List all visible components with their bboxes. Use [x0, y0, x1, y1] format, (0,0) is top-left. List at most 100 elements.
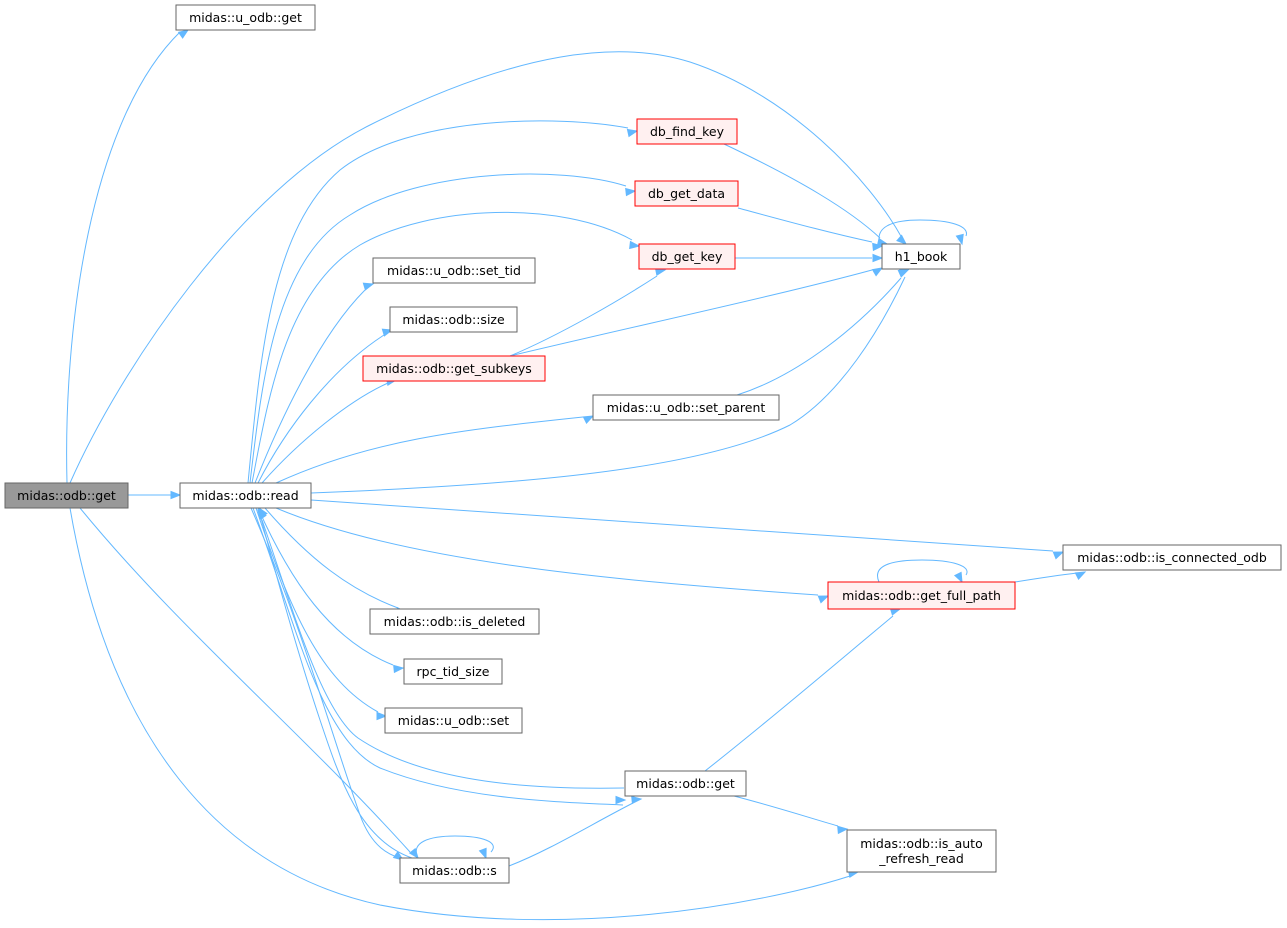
edge-arrowhead [871, 267, 884, 277]
node-db-get-key[interactable]: db_get_key [638, 243, 736, 270]
edge-db-get-data-to-h1-book [737, 207, 884, 252]
edge-arrowhead [955, 233, 964, 246]
edge-read-to-set-tid [254, 282, 375, 484]
edge-line [275, 416, 584, 484]
edge-arrowhead [362, 282, 375, 291]
node-midas-odb-get-root[interactable]: midas::odb::get [4, 482, 129, 509]
edge-root-to-read [128, 490, 182, 500]
node-box [403, 658, 503, 685]
edge-arrowhead [631, 795, 643, 805]
node-midas-odb-size[interactable]: midas::odb::size [389, 306, 518, 333]
edge-line [69, 51, 903, 484]
node-midas-odb-get[interactable]: midas::odb::get [624, 770, 747, 797]
node-box [369, 608, 540, 635]
edge-line [249, 173, 627, 484]
node-box [175, 4, 316, 31]
edge-line [79, 507, 411, 853]
node-label: db_get_key [652, 249, 723, 264]
edge-arrowhead [837, 825, 849, 835]
edge-db-get-key-to-h1-book [735, 253, 884, 263]
node-box [389, 306, 518, 333]
edge-line [877, 559, 968, 583]
edge-root-to-uodb-get [66, 29, 190, 484]
node-box [592, 394, 780, 421]
node-midas-odb-get-subkeys[interactable]: midas::odb::get_subkeys [362, 355, 546, 382]
node-h1-book[interactable]: h1_book [881, 243, 961, 270]
edge-arrowhead [615, 795, 627, 805]
node-midas-u-odb-set[interactable]: midas::u_odb::set [384, 707, 523, 734]
edge-line [261, 382, 389, 484]
edge-line [69, 507, 851, 921]
node-label: midas::odb::s [412, 863, 497, 878]
edge-line [260, 517, 413, 859]
edge-arrowhead [177, 29, 190, 39]
node-midas-odb-s[interactable]: midas::odb::s [399, 857, 510, 884]
edge-line [723, 143, 881, 239]
edge-odb-s-to-odb-s [415, 835, 494, 860]
edge-line [415, 835, 494, 859]
edge-line [310, 499, 1054, 552]
edge-line [878, 219, 967, 245]
node-box [634, 180, 739, 207]
edge-read-to-is-connected-odb [310, 499, 1065, 560]
node-midas-odb-is-connected-odb[interactable]: midas::odb::is_connected_odb [1062, 544, 1282, 571]
edge-line [250, 507, 401, 859]
node-label: _refresh_read [878, 851, 964, 866]
edge-line [737, 207, 873, 243]
edge-line [509, 275, 658, 357]
node-midas-u-odb-set-tid[interactable]: midas::u_odb::set_tid [372, 257, 536, 284]
node-db-get-data[interactable]: db_get_data [634, 180, 739, 207]
node-box [638, 243, 736, 270]
edge-line [509, 269, 873, 357]
node-midas-odb-is-auto-refresh-read[interactable]: midas::odb::is_auto_refresh_read [846, 829, 997, 873]
edge-line [251, 211, 633, 484]
node-label: h1_book [895, 249, 948, 264]
node-db-find-key[interactable]: db_find_key [636, 118, 738, 145]
node-box [362, 355, 546, 382]
edge-arrowhead [817, 595, 830, 604]
node-midas-odb-get-full-path[interactable]: midas::odb::get_full_path [827, 581, 1016, 610]
edge-line [257, 334, 385, 484]
node-label: midas::u_odb::set_tid [387, 263, 521, 278]
node-label: midas::odb::get [17, 488, 116, 503]
node-label: midas::odb::get_subkeys [376, 361, 532, 376]
edge-read-to-get-full-path [275, 507, 830, 604]
edge-arrowhead [626, 128, 639, 138]
edge-line [736, 277, 902, 396]
edge-arrowhead [872, 253, 884, 263]
edge-arrowhead [393, 664, 405, 674]
edge-get-subkeys-to-h1-book [509, 267, 884, 357]
node-box [624, 770, 747, 797]
node-label: midas::odb::get [636, 776, 735, 791]
node-box [179, 482, 312, 509]
edge-arrowhead [376, 711, 388, 721]
edge-read-to-db-get-key [251, 211, 641, 484]
node-box [372, 257, 536, 284]
node-label: midas::odb::is_auto [860, 836, 983, 851]
node-rpc-tid-size[interactable]: rpc_tid_size [403, 658, 503, 685]
edge-read-to-set-parent [275, 415, 595, 484]
edge-get-full-path-to-get-full-path [877, 559, 968, 584]
edge-line [254, 289, 366, 484]
edge-odb-s-to-odb-get2 [508, 795, 643, 867]
edge-arrowhead [625, 187, 637, 197]
node-midas-odb-read[interactable]: midas::odb::read [179, 482, 312, 509]
edge-get-full-path-to-is-connected-odb [1014, 571, 1087, 583]
node-label: midas::odb::size [402, 312, 505, 327]
edge-arrowhead [582, 415, 595, 425]
edge-line [275, 507, 819, 596]
node-midas-odb-is-deleted[interactable]: midas::odb::is_deleted [369, 608, 540, 635]
node-label: db_get_data [648, 186, 725, 201]
node-box [881, 243, 961, 270]
node-label: midas::odb::get_full_path [842, 588, 1001, 603]
edge-arrowhead [170, 490, 182, 500]
edge-arrowhead [953, 571, 963, 584]
edge-line [733, 795, 839, 827]
node-midas-u-odb-get[interactable]: midas::u_odb::get [175, 4, 316, 31]
edge-read-to-uodb-set [255, 507, 388, 721]
node-midas-u-odb-set-parent[interactable]: midas::u_odb::set_parent [592, 394, 780, 421]
edge-read-to-get-subkeys [261, 377, 398, 484]
node-box [636, 118, 738, 145]
edges-layer [66, 29, 1087, 921]
